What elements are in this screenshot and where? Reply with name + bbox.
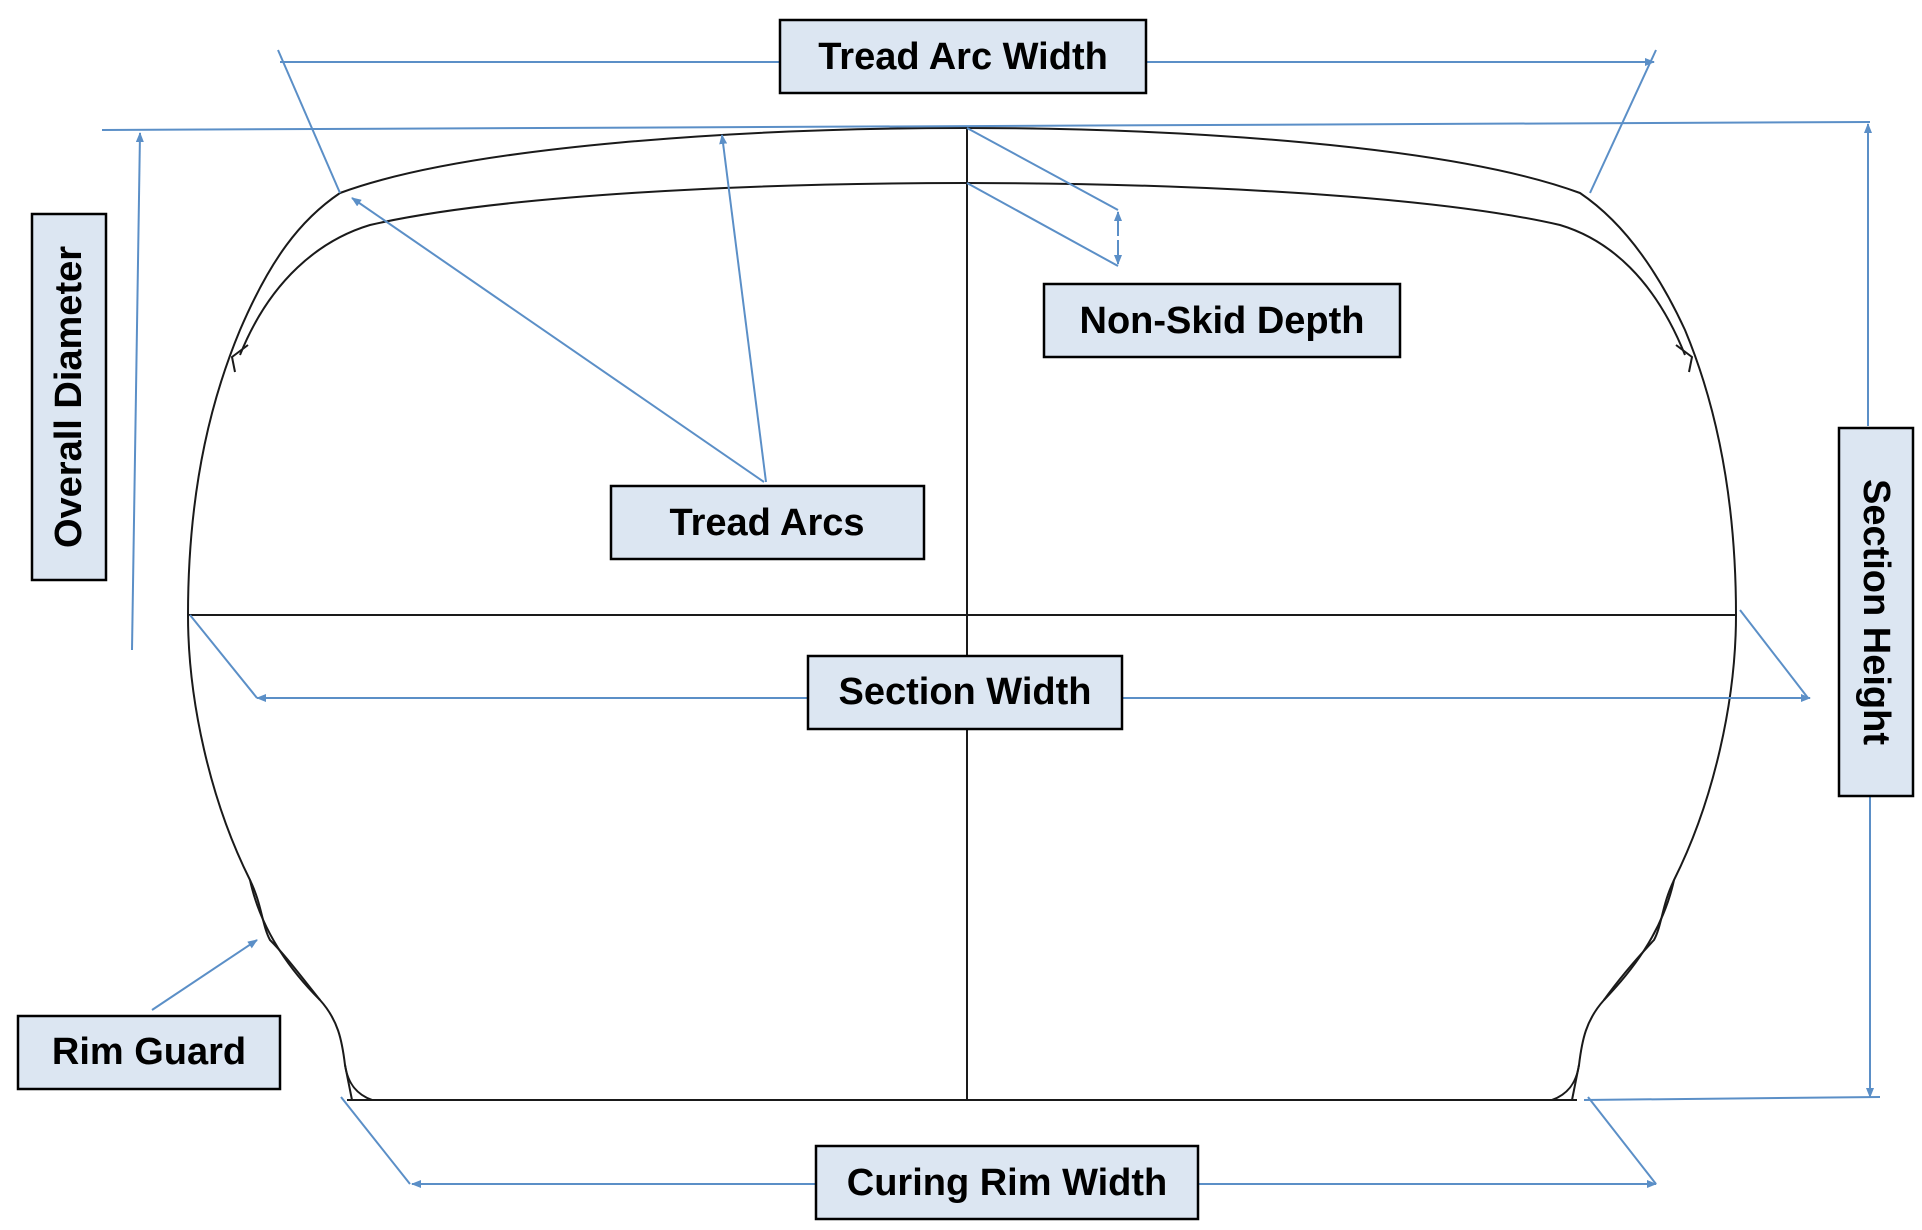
tread-arc-width-dimension — [277, 49, 1657, 194]
section-height-dimension — [1583, 123, 1881, 1101]
non-skid-depth-dimension — [966, 127, 1122, 267]
right-rim-guard-profile — [1603, 879, 1675, 1001]
label-curing-rim-width: Curing Rim Width — [814, 1144, 1200, 1221]
left-rim-guard-profile — [249, 879, 321, 1001]
section-width-dimension — [189, 609, 1811, 702]
label-non-skid-depth: Non-Skid Depth — [1042, 282, 1402, 359]
rim-guard-pointer — [151, 939, 258, 1011]
label-overall-diameter: Overall Diameter — [30, 212, 108, 582]
label-section-width-text: Section Width — [839, 671, 1092, 713]
label-tread-arcs: Tread Arcs — [609, 484, 926, 561]
label-curing-rim-width-text: Curing Rim Width — [847, 1162, 1168, 1204]
right-bead-corner — [1551, 1064, 1580, 1101]
label-section-height: Section Height — [1837, 426, 1915, 798]
label-tread-arc-width: Tread Arc Width — [778, 18, 1148, 95]
left-bead-corner — [344, 1064, 373, 1101]
curing-rim-width-dimension — [340, 1096, 1657, 1188]
label-non-skid-depth-text: Non-Skid Depth — [1080, 300, 1365, 342]
left-shoulder-notch — [230, 344, 249, 373]
label-overall-diameter-text: Overall Diameter — [48, 246, 90, 548]
label-tread-arcs-text: Tread Arcs — [669, 502, 864, 544]
outer-profile — [186, 126, 1738, 1101]
overall-diameter-dimension — [101, 121, 1871, 651]
tire-outline — [186, 126, 1738, 1101]
label-section-width: Section Width — [806, 654, 1124, 731]
label-rim-guard: Rim Guard — [16, 1014, 282, 1091]
inner-tread-arc — [239, 181, 1686, 356]
label-rim-guard-text: Rim Guard — [52, 1031, 246, 1073]
tread-arcs-pointers — [351, 134, 767, 483]
label-tread-arc-width-text: Tread Arc Width — [818, 36, 1108, 78]
label-section-height-text: Section Height — [1855, 479, 1897, 745]
right-shoulder-notch — [1675, 344, 1694, 373]
